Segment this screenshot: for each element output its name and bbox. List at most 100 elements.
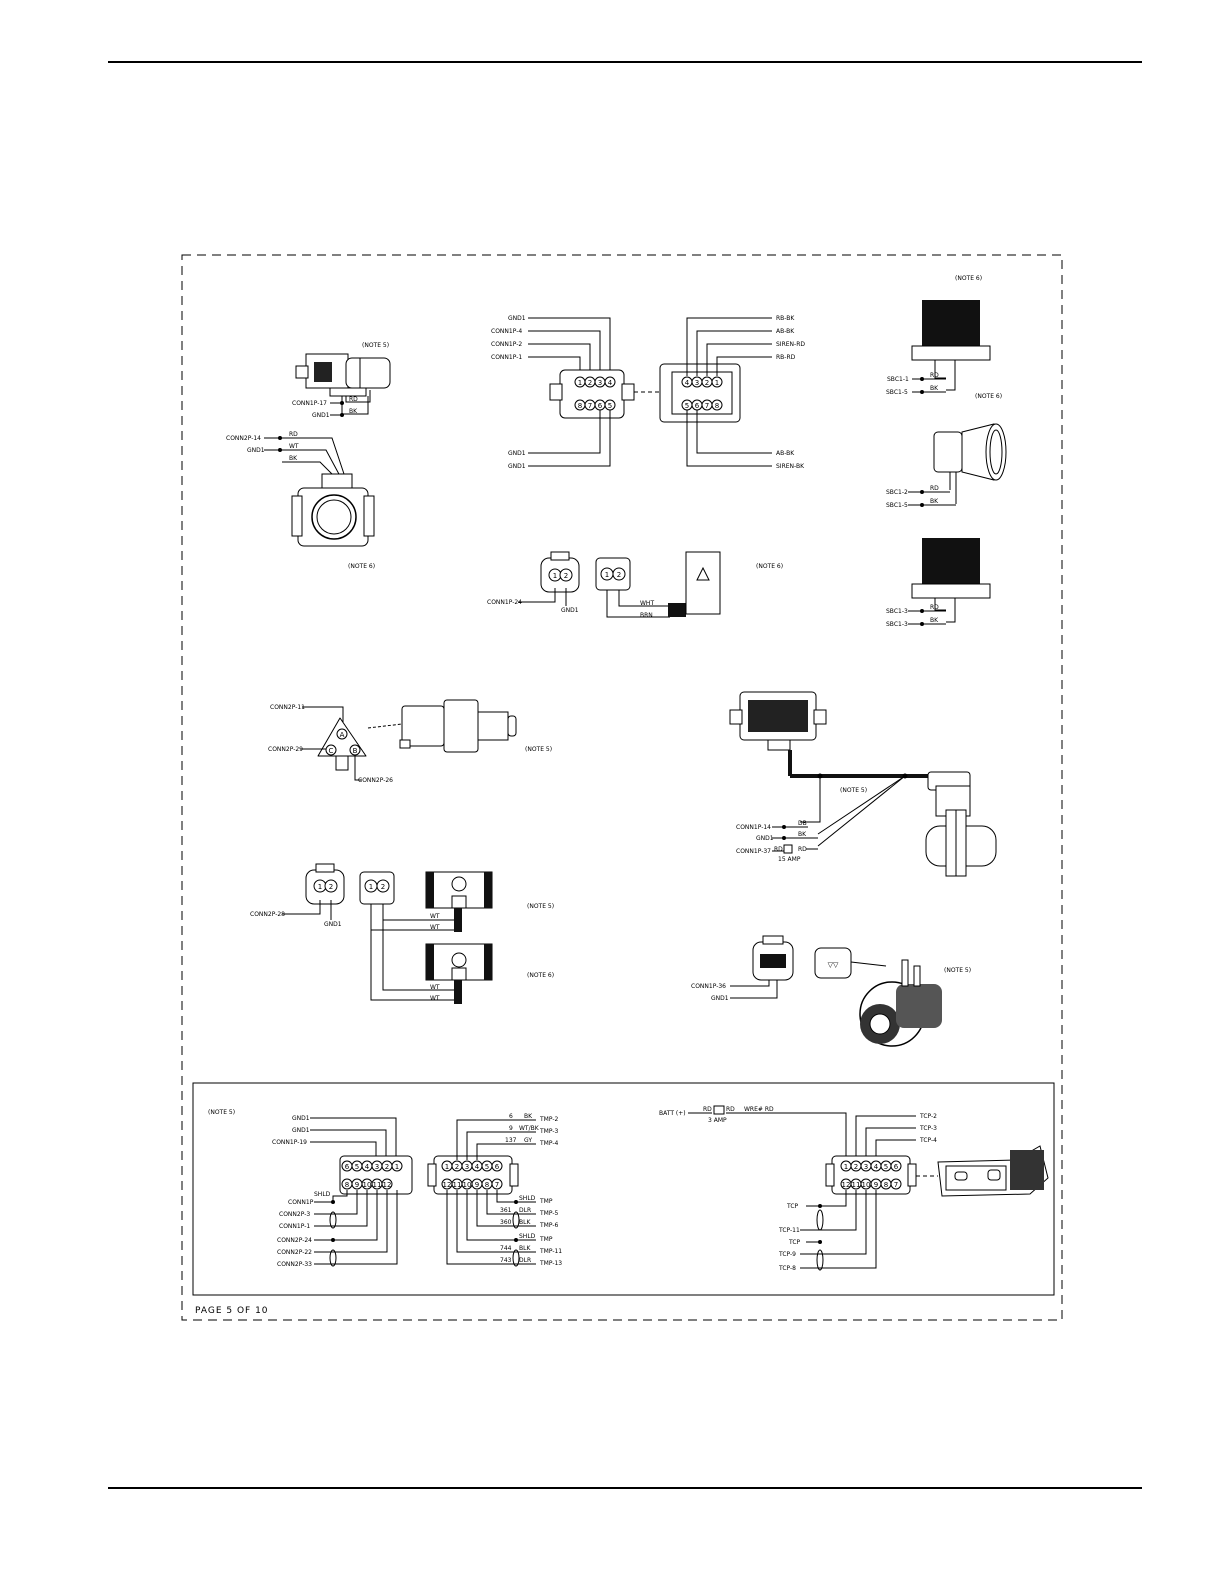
svg-text:BK: BK xyxy=(930,385,939,392)
svg-text:CONN1P-17: CONN1P-17 xyxy=(292,400,327,407)
svg-text:7: 7 xyxy=(588,402,592,410)
svg-text:DLR: DLR xyxy=(519,1207,531,1214)
svg-text:RD: RD xyxy=(774,846,783,853)
svg-text:BRN: BRN xyxy=(640,612,653,619)
svg-text:WT: WT xyxy=(430,995,440,1002)
svg-text:(NOTE 6): (NOTE 6) xyxy=(975,393,1002,400)
svg-text:9: 9 xyxy=(874,1181,878,1189)
svg-text:2: 2 xyxy=(617,571,621,579)
svg-text:(NOTE 5): (NOTE 5) xyxy=(840,787,867,794)
svg-text:BATT (+): BATT (+) xyxy=(659,1110,686,1117)
eight-way-connector: GND1 CONN1P-4 CONN1P-2 CONN1P-1 1 2 3 4 … xyxy=(491,315,805,470)
svg-text:GY: GY xyxy=(524,1137,532,1144)
svg-text:744: 744 xyxy=(500,1245,512,1252)
svg-text:5: 5 xyxy=(685,402,689,410)
svg-text:(NOTE 6): (NOTE 6) xyxy=(527,972,554,979)
svg-text:6: 6 xyxy=(695,402,700,410)
svg-text:TMP-13: TMP-13 xyxy=(539,1260,562,1267)
svg-text:2: 2 xyxy=(705,379,709,387)
svg-text:8: 8 xyxy=(485,1181,489,1189)
svg-text:10: 10 xyxy=(463,1181,472,1189)
svg-text:743: 743 xyxy=(500,1257,512,1264)
svg-text:1: 1 xyxy=(395,1163,399,1171)
svg-text:SBC1-3: SBC1-3 xyxy=(886,608,908,615)
svg-text:TCP: TCP xyxy=(788,1239,801,1246)
svg-text:6: 6 xyxy=(345,1163,350,1171)
svg-text:5: 5 xyxy=(608,402,612,410)
svg-text:3: 3 xyxy=(695,379,699,387)
svg-text:360: 360 xyxy=(500,1219,512,1226)
svg-text:1: 1 xyxy=(553,572,557,580)
svg-text:BLK: BLK xyxy=(519,1219,531,1226)
svg-text:CONN1P: CONN1P xyxy=(288,1199,314,1206)
svg-text:TCP-2: TCP-2 xyxy=(919,1113,937,1120)
svg-text:GND1: GND1 xyxy=(756,835,774,842)
svg-text:3: 3 xyxy=(465,1163,469,1171)
svg-text:SHLD: SHLD xyxy=(519,1195,536,1202)
svg-text:CONN1P-37: CONN1P-37 xyxy=(736,848,771,855)
svg-text:WT: WT xyxy=(289,443,299,450)
svg-text:361: 361 xyxy=(500,1207,512,1214)
svg-text:GND1: GND1 xyxy=(508,315,526,322)
svg-text:4: 4 xyxy=(365,1163,370,1171)
svg-text:SBC1-1: SBC1-1 xyxy=(887,376,909,383)
svg-text:SBC1-5: SBC1-5 xyxy=(886,502,908,509)
svg-text:137: 137 xyxy=(505,1137,517,1144)
svg-text:2: 2 xyxy=(381,883,385,891)
svg-text:10: 10 xyxy=(363,1181,372,1189)
svg-text:BK: BK xyxy=(289,455,298,462)
svg-text:12: 12 xyxy=(842,1181,851,1189)
svg-text:CONN2P-14: CONN2P-14 xyxy=(226,435,261,442)
svg-text:RD: RD xyxy=(349,396,358,403)
svg-text:7: 7 xyxy=(495,1181,499,1189)
svg-text:AB-BK: AB-BK xyxy=(776,450,795,457)
svg-text:TMP-2: TMP-2 xyxy=(539,1116,558,1123)
svg-text:(NOTE 6): (NOTE 6) xyxy=(348,563,375,570)
svg-text:1: 1 xyxy=(605,571,609,579)
svg-text:2: 2 xyxy=(385,1163,389,1171)
svg-text:5: 5 xyxy=(485,1163,489,1171)
svg-text:RD: RD xyxy=(289,431,298,438)
svg-text:BK: BK xyxy=(798,831,807,838)
svg-text:BK: BK xyxy=(930,498,939,505)
svg-text:3: 3 xyxy=(598,379,602,387)
svg-text:8: 8 xyxy=(578,402,582,410)
svg-text:CONN2P-24: CONN2P-24 xyxy=(277,1237,312,1244)
svg-text:C: C xyxy=(329,747,334,755)
svg-text:TCP-4: TCP-4 xyxy=(919,1137,937,1144)
svg-text:TMP-3: TMP-3 xyxy=(539,1128,558,1135)
svg-text:1: 1 xyxy=(369,883,373,891)
svg-text:TMP-11: TMP-11 xyxy=(539,1248,562,1255)
svg-text:TMP-6: TMP-6 xyxy=(539,1222,558,1229)
svg-text:CONN1P-19: CONN1P-19 xyxy=(272,1139,307,1146)
svg-text:TMP-5: TMP-5 xyxy=(539,1210,558,1217)
maf-sensor: CONN2P-14 GND1 RD WT BK (NOTE 6) xyxy=(226,431,375,570)
svg-text:DLR: DLR xyxy=(519,1257,531,1264)
svg-text:RD: RD xyxy=(726,1106,735,1113)
svg-text:1: 1 xyxy=(318,883,322,891)
dual-valves: 1 2 1 2 CONN2P-28 GND1 WT WT WT WT (NOTE… xyxy=(250,863,554,1004)
svg-text:TCP-11: TCP-11 xyxy=(778,1227,800,1234)
svg-text:GND1: GND1 xyxy=(312,412,330,419)
svg-text:(NOTE 5): (NOTE 5) xyxy=(527,903,554,910)
svg-text:CONN1P-1: CONN1P-1 xyxy=(279,1223,310,1230)
svg-text:(NOTE 6): (NOTE 6) xyxy=(955,275,982,282)
svg-text:5: 5 xyxy=(355,1163,359,1171)
svg-text:CONN2P-3: CONN2P-3 xyxy=(279,1211,310,1218)
svg-text:CONN1P-36: CONN1P-36 xyxy=(691,983,726,990)
svg-text:WT: WT xyxy=(430,984,440,991)
upper-left-sensor: (NOTE 5) CONN1P-17 GND1 RD BK xyxy=(292,342,391,419)
svg-text:BLK: BLK xyxy=(519,1245,531,1252)
two-way-switch: 1 2 1 2 CONN1P-24 GND1 WHT BRN (NOTE 6) xyxy=(487,551,783,619)
svg-text:TCP-8: TCP-8 xyxy=(778,1265,796,1272)
svg-text:SIREN-RD: SIREN-RD xyxy=(776,341,805,348)
svg-text:SHLD: SHLD xyxy=(519,1233,536,1240)
svg-text:CONN2P-28: CONN2P-28 xyxy=(250,911,285,918)
svg-text:(NOTE 5): (NOTE 5) xyxy=(362,342,389,349)
svg-text:8: 8 xyxy=(715,402,719,410)
svg-text:(NOTE 5): (NOTE 5) xyxy=(944,967,971,974)
svg-text:SBC1-2: SBC1-2 xyxy=(886,489,908,496)
svg-text:GND1: GND1 xyxy=(292,1115,310,1122)
svg-text:TMP: TMP xyxy=(539,1198,553,1205)
